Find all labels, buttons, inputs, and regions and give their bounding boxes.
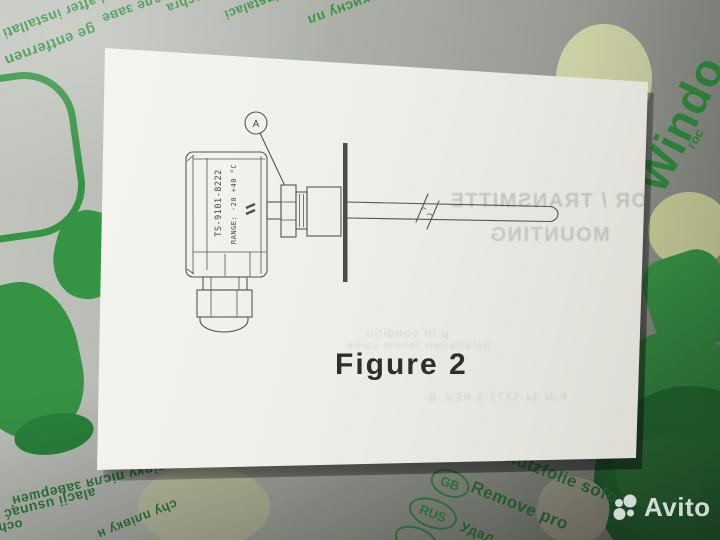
device-range-label: RANGE: -20 +40 °C — [230, 164, 238, 244]
transmitter-housing: TS-9101-8222 RANGE: -20 +40 °C — [185, 151, 268, 278]
avito-watermark: Avito — [612, 492, 711, 523]
film-print-text: st po instalaci — [222, 0, 316, 23]
callout-leader-line — [259, 132, 285, 185]
figure-diagram: A TS-9101-8222 RANGE: -20 +40 °C — [185, 111, 559, 333]
process-connection — [266, 184, 342, 238]
avito-logo-icon — [613, 494, 637, 520]
mounting-plate — [343, 143, 348, 282]
cable-gland — [196, 276, 253, 333]
callout-a-label: A — [253, 119, 260, 130]
device-logo-mark — [245, 202, 256, 216]
callout-a-circle — [244, 111, 268, 135]
film-print-text: Удал — [458, 518, 498, 540]
film-print-text: ти захисну пл — [305, 0, 407, 29]
break-marks — [415, 193, 440, 230]
avito-brand-text: Avito — [644, 492, 711, 522]
figure-caption: Figure 2 — [335, 348, 468, 381]
probe-tube — [346, 201, 559, 223]
device-model-label: TS-9101-8222 — [214, 169, 224, 236]
film-print-text: ochra — [0, 516, 24, 539]
